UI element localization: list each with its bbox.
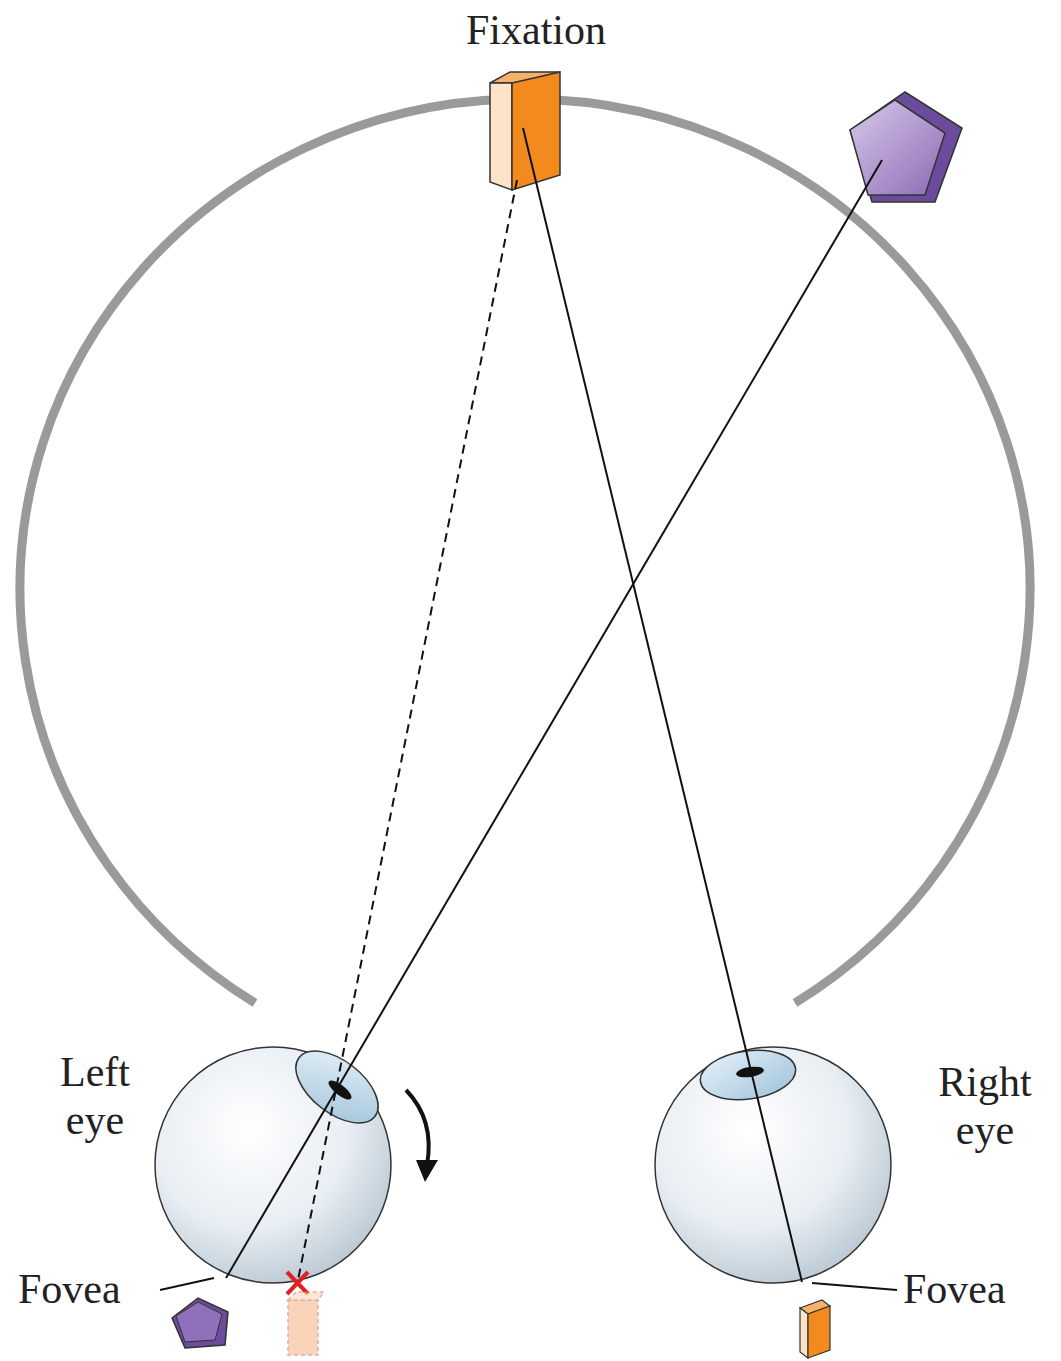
- dashed-sight-line: [298, 180, 517, 1280]
- rotation-arrow: [406, 1090, 429, 1165]
- eye-label: Left eye: [40, 1048, 150, 1145]
- left-eye: [155, 1037, 391, 1283]
- eye-label: Right eye: [915, 1058, 1055, 1155]
- object-label: Fixation: [436, 6, 636, 54]
- leader-line: [160, 1278, 214, 1290]
- retinal-image-pentagon: [172, 1298, 228, 1348]
- horopter-arc: [20, 99, 1030, 1003]
- sight-line: [226, 160, 882, 1278]
- fovea-label: Fovea: [18, 1265, 158, 1313]
- retinal-image-faded: [288, 1292, 324, 1355]
- retinal-image-block: [800, 1300, 830, 1358]
- fovea-label: Fovea: [903, 1265, 1053, 1313]
- mismatch-mark: [287, 1272, 308, 1294]
- sight-line: [523, 128, 802, 1282]
- fixation-object: [490, 72, 560, 190]
- arrowhead: [416, 1160, 438, 1182]
- leader-line: [812, 1283, 897, 1290]
